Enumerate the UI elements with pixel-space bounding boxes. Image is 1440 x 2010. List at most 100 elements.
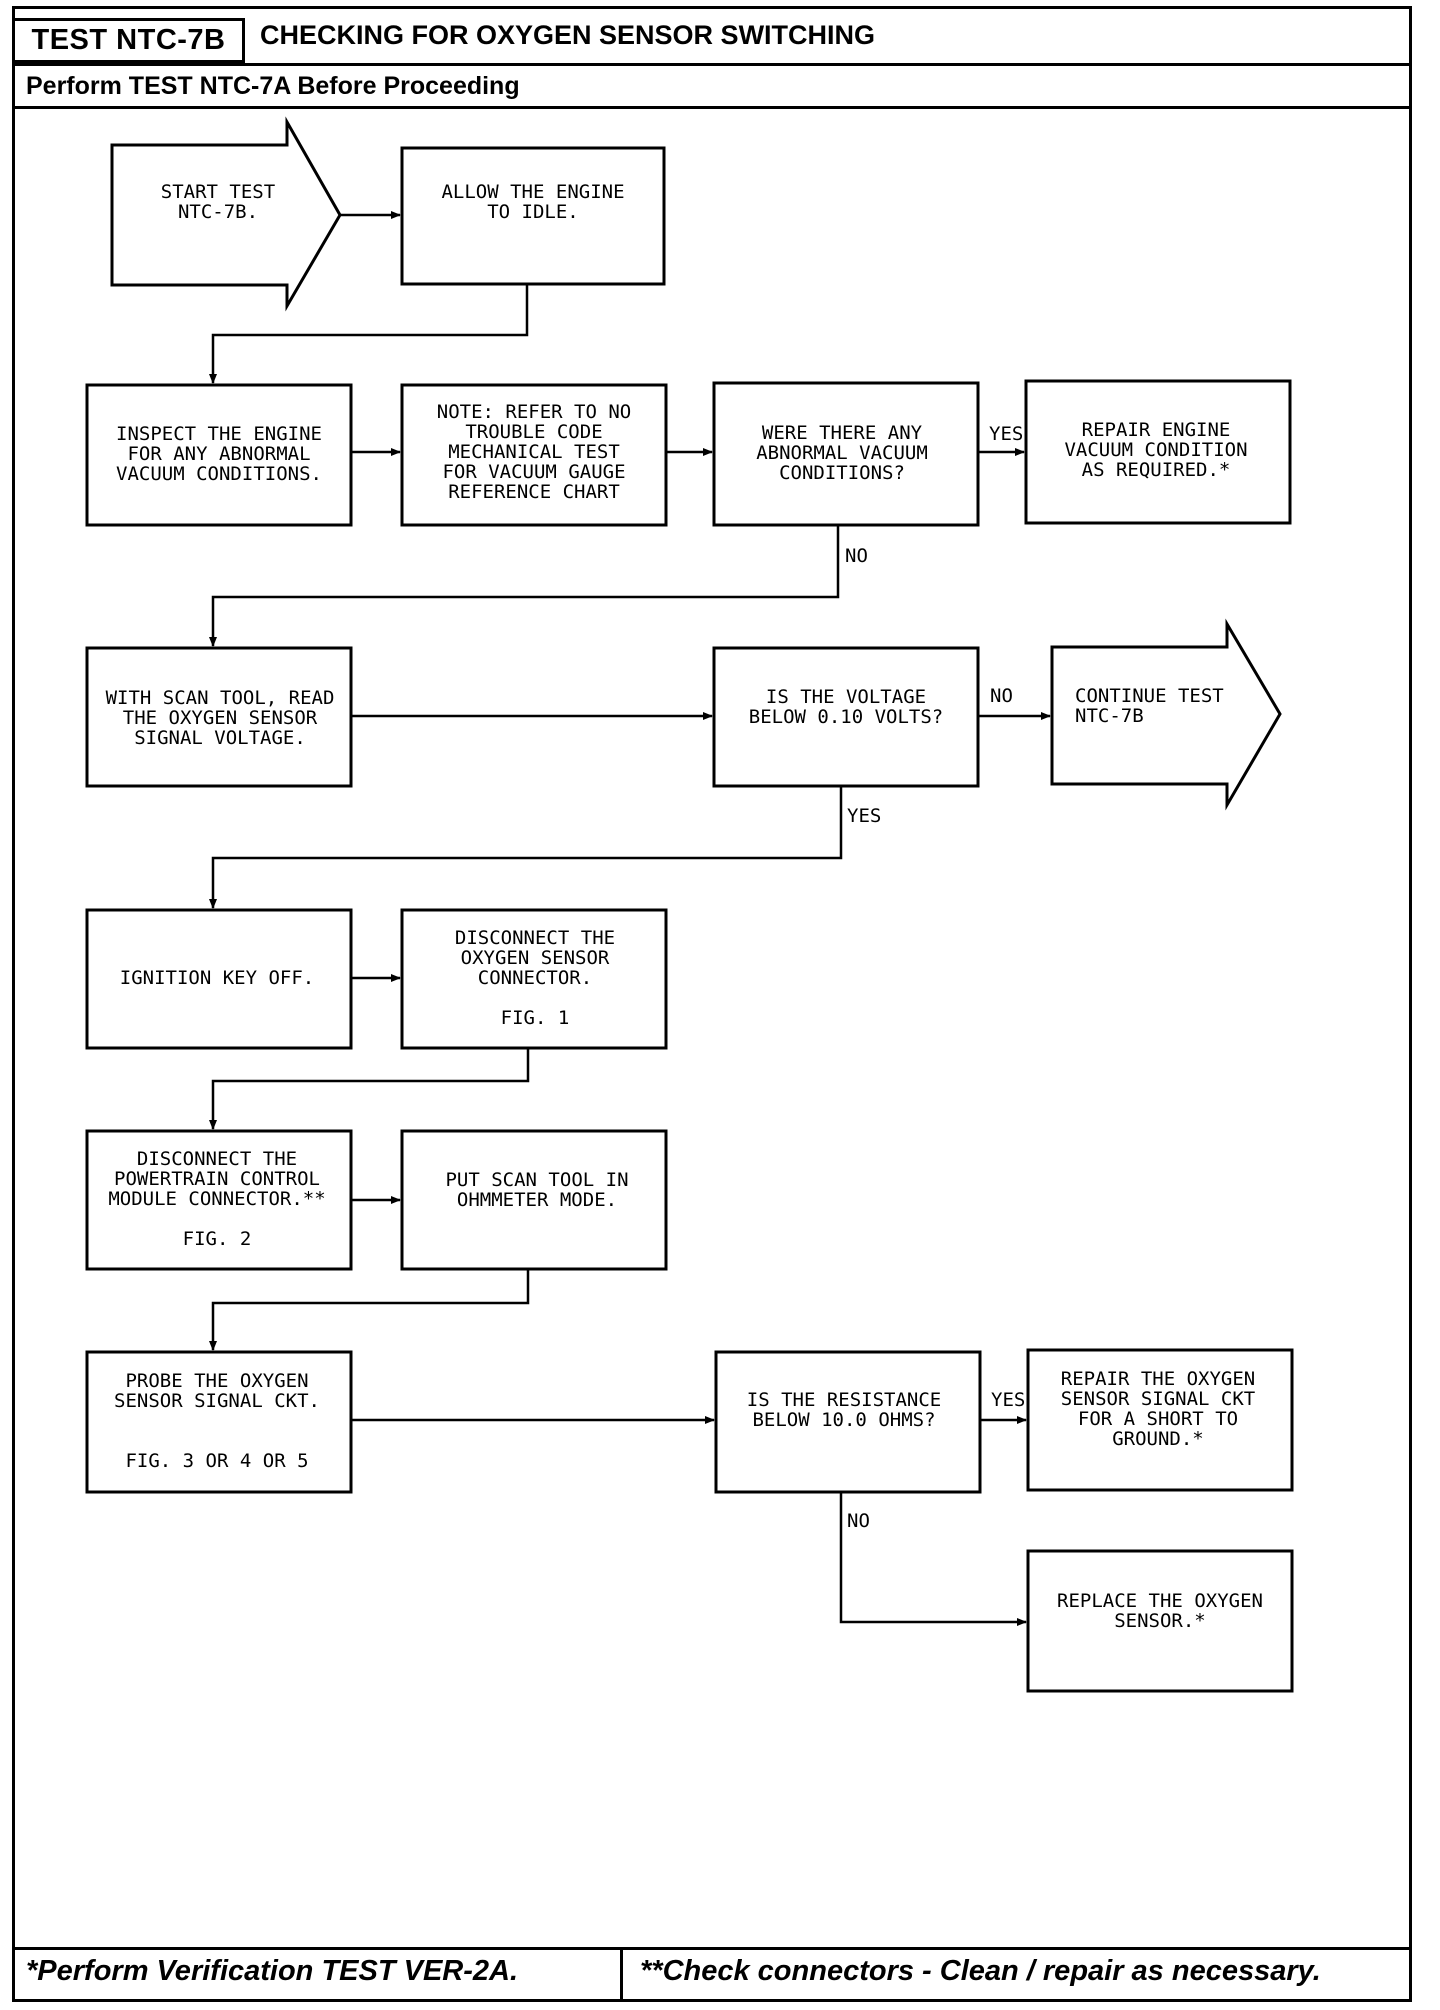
label-vacuum-no: NO [845,545,868,567]
node-text-line: ABNORMAL VACUUM [756,442,928,464]
node-text-line: THE OXYGEN SENSOR [123,707,318,729]
box-q-resist [714,1350,982,1494]
node-text-line: FOR A SHORT TO [1078,1408,1238,1430]
node-text-line: FIG. 2 [183,1228,252,1250]
node-text-line: OHMMETER MODE. [457,1189,617,1211]
connector-idle-inspect [209,284,529,384]
node-text-line: OXYGEN SENSOR [461,947,610,969]
node-text-line: WITH SCAN TOOL, READ [106,687,335,709]
node-text-line: DISCONNECT THE [455,927,615,949]
node-text-line: DISCONNECT THE [137,1148,297,1170]
label-voltage-no: NO [990,685,1013,707]
node-text-line: POWERTRAIN CONTROL [114,1168,320,1190]
box-q-vacuum [712,381,980,527]
node-text-line: START TEST [161,181,275,203]
start-arrow-shape [110,116,342,312]
label-voltage-yes: YES [847,805,881,827]
footer-separator [620,1947,623,2002]
node-text-line: PUT SCAN TOOL IN [445,1169,628,1191]
label-vacuum-yes: YES [989,423,1023,445]
box-ohmmeter [400,1129,668,1271]
node-text-line: CONTINUE TEST [1075,685,1224,707]
node-text-line: GROUND.* [1112,1428,1204,1450]
connector-disco2-discpcm [209,1048,530,1130]
node-text-line: TO IDLE. [487,201,579,223]
footer-verification-note: *Perform Verification TEST VER-2A. [26,1955,519,1987]
continue-arrow-shape [1050,618,1282,811]
node-text-line: FOR ANY ABNORMAL [127,443,310,465]
box-repair-vacuum [1024,379,1292,525]
node-text-line: REPAIR ENGINE [1082,419,1231,441]
node-text-line: BELOW 0.10 VOLTS? [749,706,943,728]
test-title: CHECKING FOR OXYGEN SENSOR SWITCHING [260,20,876,50]
test-id-label: TEST NTC-7B [12,18,245,63]
node-text-line: IS THE VOLTAGE [766,686,926,708]
node-text-line: CONNECTOR. [478,967,592,989]
node-text-line: NTC-7B [1075,705,1144,727]
flowchart-sheet [12,6,1412,2002]
node-text-line: NOTE: REFER TO NO [437,401,631,423]
subtitle-divider [12,106,1412,109]
connector-qvac-no [209,525,840,647]
node-text-line: AS REQUIRED.* [1082,459,1231,481]
node-text-line: CONDITIONS? [779,462,905,484]
footer-divider [12,1947,1412,1950]
header-divider [12,63,1412,66]
node-text-line: IGNITION KEY OFF. [120,967,314,989]
box-idle [400,146,666,286]
prerequisite-note: Perform TEST NTC-7A Before Proceeding [26,72,520,100]
node-text-line: FIG. 1 [501,1007,570,1029]
node-text-line: SIGNAL VOLTAGE. [134,727,306,749]
node-text-line: IS THE RESISTANCE [747,1389,941,1411]
node-text-line: REFERENCE CHART [448,481,620,503]
connector-ohm-probe [209,1269,530,1351]
node-text-line: SENSOR.* [1114,1610,1206,1632]
box-replace [1026,1549,1294,1693]
node-text-line: ALLOW THE ENGINE [441,181,624,203]
connector-qres-no [839,1492,1027,1626]
text-key-off: IGNITION KEY OFF. [120,967,314,989]
box-inspect [85,383,353,527]
box-probe [85,1350,353,1494]
node-text-line: VACUUM CONDITIONS. [116,463,322,485]
box-repair-signal [1026,1348,1294,1492]
node-text-line: REPLACE THE OXYGEN [1057,1590,1263,1612]
box-disc-o2 [400,908,668,1050]
label-resist-yes: YES [991,1389,1025,1411]
node-text-line: TROUBLE CODE [465,421,602,443]
node-text-line: SENSOR SIGNAL CKT [1061,1388,1255,1410]
node-text-line: PROBE THE OXYGEN [125,1370,308,1392]
footer-connector-note: **Check connectors - Clean / repair as n… [640,1955,1321,1987]
node-text-line: REPAIR THE OXYGEN [1061,1368,1255,1390]
label-resist-no: NO [847,1510,870,1532]
connector-qvolt-yes [209,786,843,909]
node-text-line: SENSOR SIGNAL CKT. [114,1390,320,1412]
node-text-line: FIG. 3 OR 4 OR 5 [125,1450,308,1472]
node-text-line: MODULE CONNECTOR.** [108,1188,325,1210]
node-text-line: FOR VACUUM GAUGE [442,461,625,483]
node-text-line: INSPECT THE ENGINE [116,423,322,445]
box-note [400,383,668,527]
node-text-line: VACUUM CONDITION [1064,439,1247,461]
node-text-line: WERE THERE ANY [762,422,923,444]
node-text-line: BELOW 10.0 OHMS? [752,1409,935,1431]
node-text-line: MECHANICAL TEST [448,441,620,463]
node-text-line: NTC-7B. [178,201,258,223]
